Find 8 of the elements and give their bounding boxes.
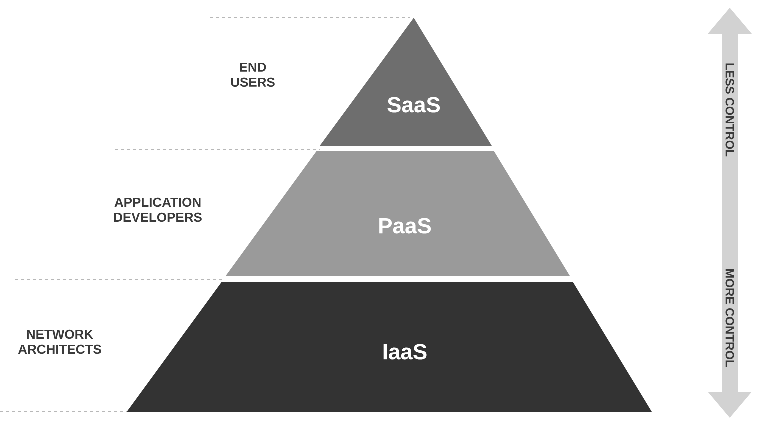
pyramid-tier: IaaS — [127, 282, 652, 412]
pyramid-tier: SaaS — [320, 18, 492, 146]
control-label: LESS CONTROL — [726, 64, 734, 157]
control-label: MORE CONTROL — [726, 269, 734, 367]
audience-label: END USERS — [231, 62, 275, 88]
audience-label: APPLICATION DEVELOPERS — [114, 198, 202, 222]
pyramid-tier: PaaS — [226, 151, 570, 276]
audience-label: NETWORK ARCHITECTS — [18, 330, 102, 354]
